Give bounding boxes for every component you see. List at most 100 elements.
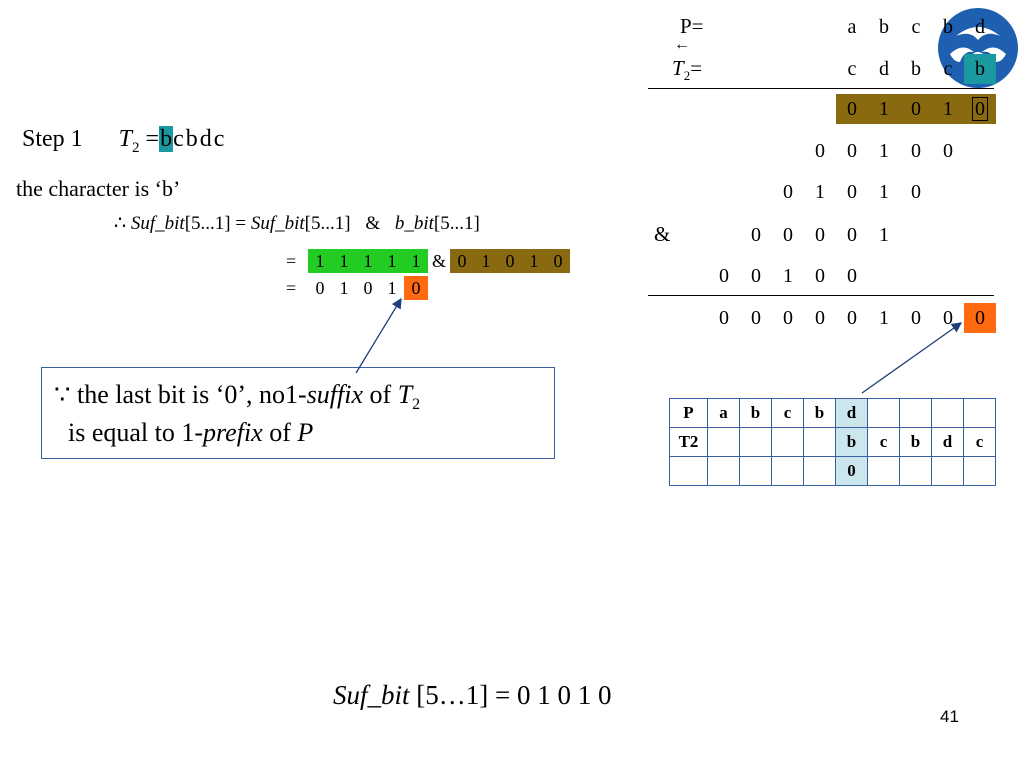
brown-bit: 1 <box>522 249 547 273</box>
result-bit: 1 <box>879 307 889 329</box>
result-bit: 1 <box>339 278 349 298</box>
bit: 1 <box>879 224 889 246</box>
bit: 0 <box>719 265 729 287</box>
calc-row-result: = 0 1 0 1 0 <box>286 276 428 300</box>
suf-bit-formula: ∴ Suf_bit[5...1] = Suf_bit[5...1] & b_bi… <box>114 213 480 234</box>
result-bit: 0 <box>943 307 953 329</box>
divider <box>648 295 994 296</box>
table-cell: c <box>963 427 996 457</box>
table-cell <box>899 456 932 486</box>
bit: 0 <box>815 140 825 162</box>
p-char: d <box>975 16 985 38</box>
bit: 1 <box>783 265 793 287</box>
table-cell: a <box>707 398 740 428</box>
result-bit: 0 <box>847 307 857 329</box>
table-cell <box>771 427 804 457</box>
bit: 0 <box>943 140 953 162</box>
brown-bit-boxed: 0 <box>964 94 996 124</box>
bit: 0 <box>751 265 761 287</box>
bit: 1 <box>879 181 889 203</box>
result-bit: 0 <box>783 307 793 329</box>
table-cell: d <box>931 427 964 457</box>
calc-row-and: = 1 1 1 1 1 & 0 1 0 1 0 <box>286 249 571 273</box>
table-cell: b <box>835 427 868 457</box>
bit: 0 <box>847 140 857 162</box>
bit: 1 <box>815 181 825 203</box>
t2-char: c <box>943 58 953 80</box>
green-bit: 1 <box>404 249 428 273</box>
table-cell <box>739 456 772 486</box>
explanation-box: ∵ the last bit is ‘0’, no1-suffix of T2 … <box>41 367 555 459</box>
p-char: b <box>879 16 889 38</box>
brown-bit: 0 <box>546 249 571 273</box>
bit: 0 <box>815 224 825 246</box>
table-cell <box>803 456 836 486</box>
green-bit: 1 <box>332 249 356 273</box>
bit: 1 <box>879 140 889 162</box>
table-cell <box>931 456 964 486</box>
reverse-arrow-icon: ← <box>674 36 690 53</box>
t2-variable: T2 <box>118 126 140 156</box>
step-line: Step 1 T2 =bcbdc <box>22 126 226 157</box>
arrow-to-result-bit <box>355 297 402 374</box>
result-bit: 0 <box>363 278 373 298</box>
table-cell <box>963 456 996 486</box>
bit: 0 <box>815 265 825 287</box>
character-line: the character is ‘b’ <box>16 176 181 201</box>
remaining-chars: cbdc <box>173 126 225 152</box>
table-row: T2 b c b d c <box>669 427 996 457</box>
p-char: b <box>943 16 953 38</box>
explanation-line-1: ∵ the last bit is ‘0’, no1-suffix of T2 <box>54 380 421 414</box>
table-cell <box>803 427 836 457</box>
equals-sign: = <box>145 126 160 152</box>
t2-char-highlighted: b <box>964 54 996 84</box>
result-bit: 1 <box>387 278 397 298</box>
brown-bit: 1 <box>474 249 499 273</box>
table-cell: 0 <box>835 456 868 486</box>
brown-bit: 1 <box>868 94 900 124</box>
table-row: P a b c b d <box>669 398 996 428</box>
bit: 0 <box>847 224 857 246</box>
step-label: Step 1 <box>22 126 83 152</box>
table-cell <box>867 456 900 486</box>
result-bit: 0 <box>911 307 921 329</box>
bit: 0 <box>911 140 921 162</box>
green-bit: 1 <box>308 249 332 273</box>
brown-bit: 0 <box>900 94 932 124</box>
t2-char: d <box>879 58 889 80</box>
green-bit: 1 <box>356 249 380 273</box>
highlighted-char: b <box>159 126 174 152</box>
alignment-table: P a b c b d T2 b c b d c 0 <box>669 398 996 486</box>
bit: 0 <box>783 181 793 203</box>
divider <box>648 88 994 89</box>
bit: 0 <box>751 224 761 246</box>
table-cell <box>739 427 772 457</box>
result-bit: 0 <box>751 307 761 329</box>
result-last-bit: 0 <box>404 276 428 300</box>
brown-bit: 0 <box>450 249 475 273</box>
result-last-bit: 0 <box>964 303 996 333</box>
result-bit: 0 <box>719 307 729 329</box>
table-cell <box>771 456 804 486</box>
table-row: 0 <box>669 456 996 486</box>
green-bit: 1 <box>380 249 404 273</box>
p-char: a <box>847 16 857 38</box>
brown-bit: 0 <box>498 249 523 273</box>
arrow-to-last-result-bit <box>861 322 963 394</box>
result-bit: 0 <box>815 307 825 329</box>
and-sign: & <box>654 222 671 246</box>
brown-bit: 0 <box>836 94 868 124</box>
bit: 0 <box>911 181 921 203</box>
page-number: 41 <box>940 707 959 726</box>
table-cell: P <box>669 398 708 428</box>
t2-label: T2= <box>672 56 703 84</box>
brown-bit: 1 <box>932 94 964 124</box>
table-cell <box>707 456 740 486</box>
footer-equation: Suf_bit [5…1] = 0 1 0 1 0 <box>333 680 612 710</box>
table-cell: T2 <box>669 427 708 457</box>
bit: 0 <box>783 224 793 246</box>
explanation-line-2: is equal to 1-prefix of P <box>68 417 314 447</box>
t2-char: b <box>911 58 921 80</box>
bit: 0 <box>847 265 857 287</box>
t2-char: c <box>847 58 857 80</box>
